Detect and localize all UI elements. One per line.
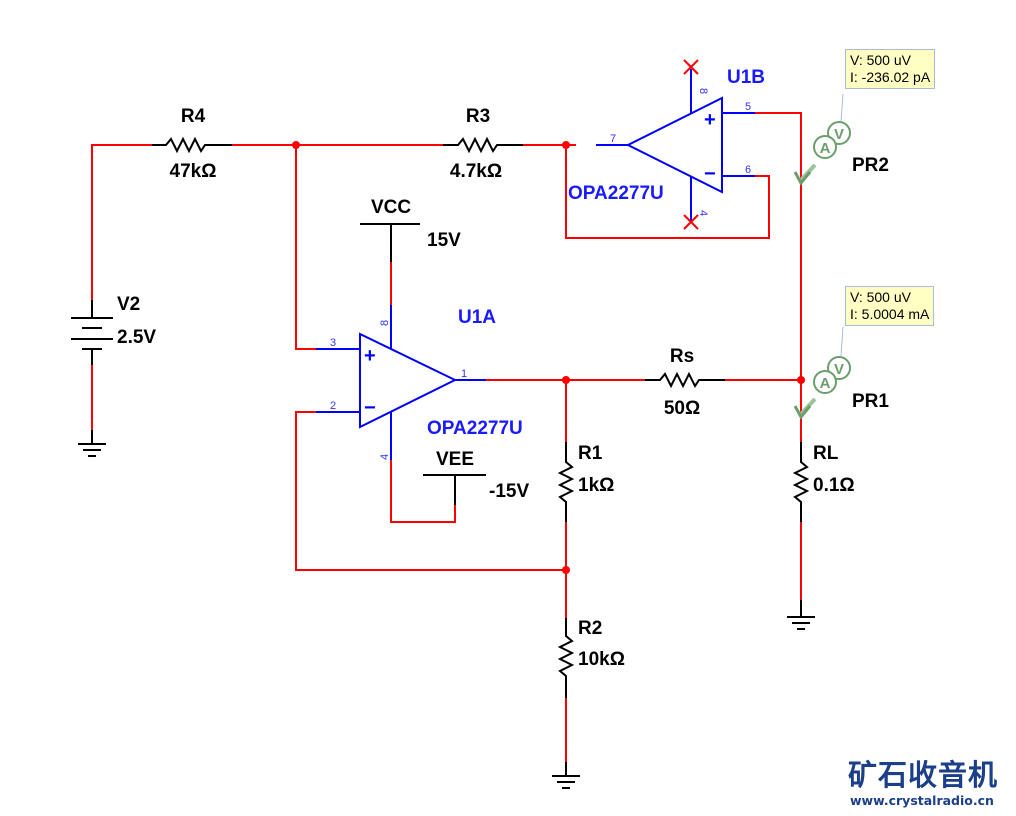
resistor-rl-symbol[interactable] <box>792 442 810 522</box>
v2-value: 2.5V <box>117 327 156 348</box>
resistor-r3-symbol[interactable] <box>443 136 523 154</box>
u1b-pin5-label: 5 <box>745 101 751 113</box>
u1b-pin7-label: 7 <box>610 133 616 145</box>
probe-pr2[interactable]: V A PR2 <box>793 93 889 186</box>
pr1-ref: PR1 <box>852 391 889 412</box>
wires <box>91 112 802 762</box>
junctions <box>292 141 805 574</box>
rl-value: 0.1Ω <box>813 475 855 496</box>
resistor-r2-symbol[interactable] <box>557 618 575 698</box>
u1a-pin3-label: 3 <box>330 337 336 349</box>
wire-node-u1a-plus[interactable] <box>295 145 316 350</box>
u1a-ref: U1A <box>458 307 496 328</box>
u1a-pin1-label: 1 <box>461 368 467 380</box>
battery-v2[interactable]: V2 2.5V <box>71 294 156 365</box>
junction-dot <box>562 376 570 384</box>
vcc-ref: VCC <box>371 197 411 218</box>
pr2-ammeter-letter: A <box>820 140 831 157</box>
r1-ref: R1 <box>578 443 603 464</box>
power-vcc[interactable]: VCC 15V <box>360 197 461 262</box>
junction-dot <box>797 376 805 384</box>
pr1-ammeter-icon <box>813 370 837 394</box>
wire-u1b-feedback[interactable] <box>565 145 770 239</box>
r1-value: 1kΩ <box>578 475 614 496</box>
r2-ref: R2 <box>578 618 602 639</box>
probe-pr1[interactable]: V A PR1 <box>793 326 889 420</box>
wire-u1a-minus-feedback[interactable] <box>295 411 566 571</box>
resistor-r1-symbol[interactable] <box>557 442 575 522</box>
pr1-readout: V: 500 uV I: 5.0004 mA <box>845 286 935 326</box>
u1a-pin4-label: 4 <box>379 454 391 460</box>
pr1-voltage-letter: V <box>834 361 844 378</box>
v2-ref: V2 <box>117 294 140 315</box>
u1b-minus-sign: − <box>704 163 716 185</box>
r3-value: 4.7kΩ <box>450 161 502 182</box>
power-vee[interactable]: VEE -15V <box>423 449 529 505</box>
r4-ref: R4 <box>181 106 206 127</box>
u1b-plus-sign: + <box>704 109 716 131</box>
r3-ref: R3 <box>466 106 490 127</box>
no-connect-icon <box>683 214 699 230</box>
pr2-voltage-readout: V: 500 uV <box>850 52 911 68</box>
pr2-ammeter-icon <box>813 135 837 159</box>
junction-dot <box>562 141 570 149</box>
rs-ref: Rs <box>670 346 694 367</box>
pr1-current-readout: I: 5.0004 mA <box>850 306 930 322</box>
vee-value: -15V <box>489 481 529 502</box>
resistor-rs[interactable]: Rs 50Ω <box>645 346 725 419</box>
no-connect-icon <box>683 59 699 75</box>
opamp-u1b[interactable]: + − 5 6 7 8 4 U1B OPA2277U <box>568 59 765 230</box>
resistor-r1[interactable]: R1 1kΩ <box>557 442 614 522</box>
vcc-value: 15V <box>427 230 461 251</box>
u1a-minus-sign: − <box>364 397 376 419</box>
resistor-r3[interactable]: R3 4.7kΩ <box>443 106 523 182</box>
ground-rl <box>787 600 815 630</box>
u1a-triangle[interactable] <box>359 332 458 429</box>
u1b-part: OPA2277U <box>568 183 664 204</box>
u1a-pin8-label: 8 <box>379 320 391 326</box>
opamp-u1a[interactable]: + − 3 2 1 8 4 U1A OPA2277U <box>316 305 523 460</box>
r4-value: 47kΩ <box>170 161 217 182</box>
u1a-pin2-label: 2 <box>330 400 336 412</box>
pr2-leader-line <box>840 93 844 123</box>
u1b-pin8-label: 8 <box>697 88 709 94</box>
pr2-voltage-letter: V <box>834 126 844 143</box>
rl-ref: RL <box>813 443 839 464</box>
wire-u1b-plus-load[interactable] <box>755 112 802 380</box>
pr1-ammeter-letter: A <box>820 375 831 392</box>
pr2-probe-tip <box>793 171 812 186</box>
pr2-readout: V: 500 uV I: -236.02 pA <box>845 49 936 89</box>
u1b-pin4-label: 4 <box>697 210 709 216</box>
ground-v2 <box>78 430 106 457</box>
resistor-r4-symbol[interactable] <box>152 136 232 154</box>
resistor-rs-symbol[interactable] <box>645 371 725 389</box>
wire-vee[interactable] <box>390 460 456 523</box>
resistor-r2[interactable]: R2 10kΩ <box>557 618 625 698</box>
pr1-voltage-readout: V: 500 uV <box>850 289 911 305</box>
vee-ref: VEE <box>436 449 474 470</box>
rs-value: 50Ω <box>664 398 700 419</box>
resistor-r4[interactable]: R4 47kΩ <box>152 106 232 182</box>
pr1-voltage-icon <box>827 356 851 380</box>
u1a-part: OPA2277U <box>427 418 523 439</box>
wire-v2-r4[interactable] <box>91 144 152 300</box>
u1b-ref: U1B <box>727 67 765 88</box>
watermark-url: www.crystalradio.cn <box>850 793 994 808</box>
pr1-probe-tip <box>793 405 812 420</box>
pr1-leader-line <box>840 326 844 357</box>
watermark-title: 矿石收音机 <box>848 758 999 792</box>
pr2-voltage-icon <box>827 121 851 145</box>
junction-dot <box>292 141 300 149</box>
junction-dot <box>562 566 570 574</box>
u1b-pin6-label: 6 <box>745 164 751 176</box>
ground-r2 <box>552 762 580 789</box>
u1a-plus-sign: + <box>364 345 376 367</box>
u1b-triangle[interactable] <box>625 96 723 194</box>
r2-value: 10kΩ <box>578 649 625 670</box>
resistor-rl[interactable]: RL 0.1Ω <box>792 442 855 522</box>
pr2-ref: PR2 <box>852 155 889 176</box>
pr2-current-readout: I: -236.02 pA <box>850 69 931 85</box>
